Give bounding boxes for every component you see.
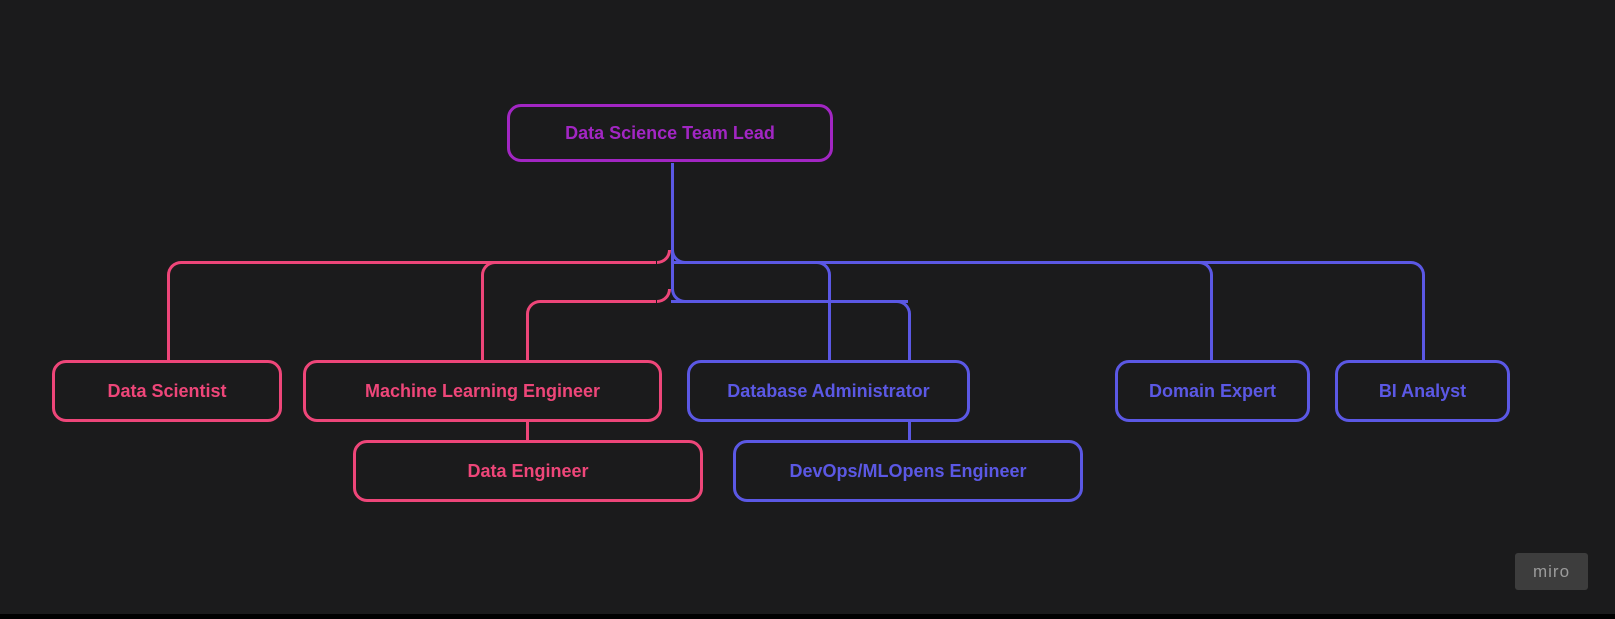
edge-pink-level1-junction-arc <box>657 250 671 264</box>
node-domain-expert[interactable]: Domain Expert <box>1115 360 1310 422</box>
edge-pink-level2-junction-arc <box>657 289 671 303</box>
edge-blue-level1-junction-arc <box>671 250 685 264</box>
node-machine-learning-engineer[interactable]: Machine Learning Engineer <box>303 360 662 422</box>
edge-lead-to-database-administrator[interactable] <box>674 261 831 362</box>
node-bi-analyst[interactable]: BI Analyst <box>1335 360 1510 422</box>
node-label: BI Analyst <box>1378 380 1467 401</box>
edge-lead-to-ml-engineer[interactable] <box>481 261 656 362</box>
node-data-engineer[interactable]: Data Engineer <box>353 440 703 502</box>
miro-watermark-label: miro <box>1532 561 1571 581</box>
node-data-scientist[interactable]: Data Scientist <box>52 360 282 422</box>
node-label: Database Administrator <box>727 380 930 401</box>
node-label: Domain Expert <box>1148 380 1277 401</box>
node-label: Data Scientist <box>107 380 227 401</box>
node-label: DevOps/MLOpens Engineer <box>789 460 1027 481</box>
edge-lead-to-domain-expert[interactable] <box>674 261 1213 362</box>
miro-watermark-badge[interactable]: miro <box>1515 553 1588 590</box>
bottom-letterbox-bar <box>0 614 1615 619</box>
node-label: Data Science Team Lead <box>565 122 775 143</box>
edge-lead-to-data-scientist[interactable] <box>167 261 656 362</box>
node-database-administrator[interactable]: Database Administrator <box>687 360 970 422</box>
node-label: Data Engineer <box>467 460 589 481</box>
node-devops-mlopens-engineer[interactable]: DevOps/MLOpens Engineer <box>733 440 1083 502</box>
node-data-science-team-lead[interactable]: Data Science Team Lead <box>507 104 833 162</box>
node-label: Machine Learning Engineer <box>364 380 601 401</box>
